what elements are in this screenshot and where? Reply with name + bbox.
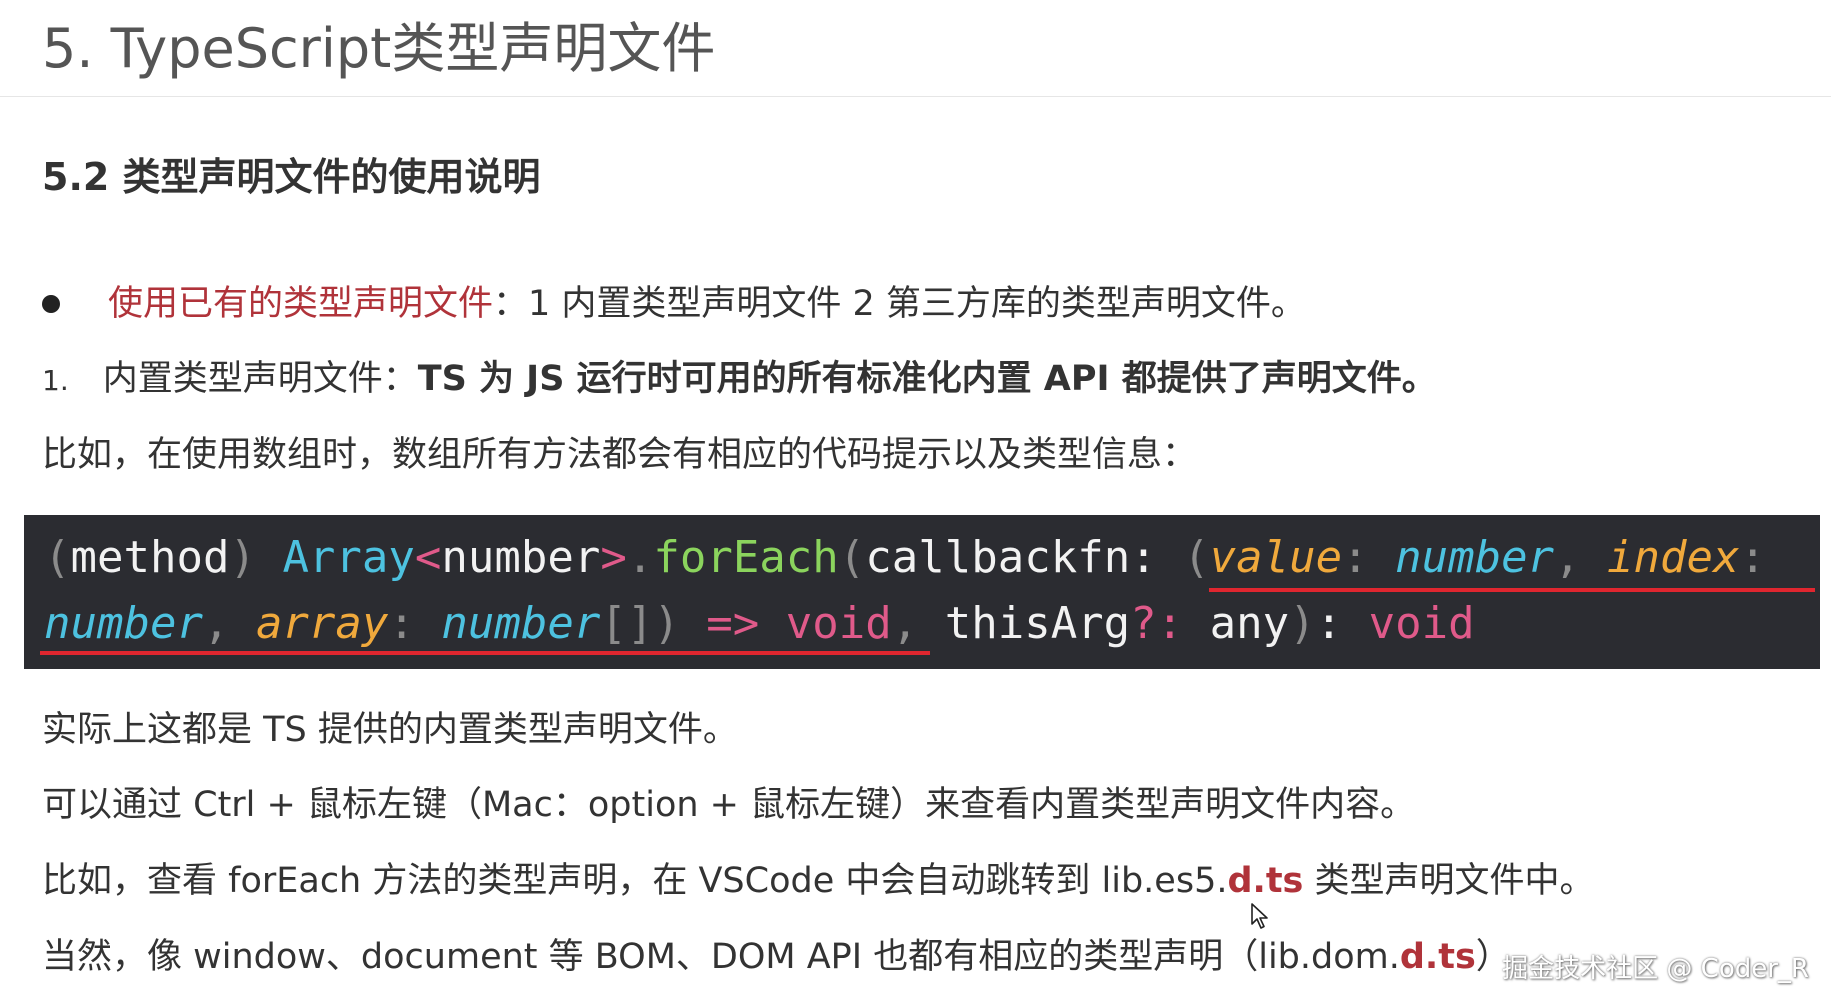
paragraph-builtin-note: 实际上这都是 TS 提供的内置类型声明文件。 (42, 710, 738, 750)
code-token: ( (838, 532, 866, 583)
numbered-item-number: 1. (42, 364, 69, 397)
mouse-pointer-icon (1251, 903, 1268, 929)
code-token: , (202, 598, 256, 649)
page-title: 5. TypeScript类型声明文件 (42, 17, 716, 80)
code-token: : (1342, 532, 1396, 583)
paragraph-text: ） (1475, 937, 1511, 977)
highlight-underline (1209, 588, 1815, 592)
paragraph-text: 类型声明文件中。 (1303, 861, 1595, 901)
paragraph-bom-dom: 当然，像 window、document 等 BOM、DOM API 也都有相应… (42, 932, 1511, 982)
code-token: number (44, 598, 203, 649)
code-token: => (679, 598, 786, 649)
code-token: number (441, 598, 601, 649)
code-token: , (1554, 532, 1608, 583)
numbered-item: 1. 内置类型声明文件：TS 为 JS 运行时可用的所有标准化内置 API 都提供… (42, 354, 1437, 406)
code-token: ( (44, 532, 71, 583)
code-token: , (891, 598, 945, 649)
bullet-dot-icon (42, 295, 60, 313)
paragraph-text: 比如，查看 forEach 方法的类型声明，在 VSCode 中会自动跳转到 l… (42, 861, 1228, 901)
code-token: Array (282, 532, 415, 583)
code-token: : (1130, 532, 1184, 583)
paragraph-ctrl-click: 可以通过 Ctrl + 鼠标左键（Mac：option + 鼠标左键）来查看内置… (42, 785, 1416, 825)
code-token: void (785, 598, 892, 649)
dts-highlight: d.ts (1399, 937, 1476, 977)
code-token: : (1739, 532, 1767, 583)
bullet-accent-text: 使用已有的类型声明文件 (108, 284, 494, 324)
code-token: number (441, 532, 601, 583)
code-token: ( (1183, 532, 1210, 583)
watermark: 掘金技术社区 @ Coder_R (1502, 954, 1809, 984)
code-token: array (255, 598, 389, 649)
highlight-underline (40, 651, 930, 655)
code-token: forEach (653, 532, 839, 583)
code-line-2: number, array: number[]) => void, thisAr… (44, 593, 1475, 655)
dts-highlight: d.ts (1227, 861, 1304, 901)
numbered-item-label: 内置类型声明文件： (102, 359, 418, 399)
code-token: thisArg (944, 598, 1131, 649)
code-token: value (1209, 532, 1343, 583)
code-token: method (70, 532, 230, 583)
code-token: : (388, 598, 442, 649)
code-token: void (1368, 598, 1475, 649)
bullet-rest-text: ：1 内置类型声明文件 2 第三方库的类型声明文件。 (493, 284, 1306, 324)
paragraph-foreach-example: 比如，查看 forEach 方法的类型声明，在 VSCode 中会自动跳转到 l… (42, 856, 1595, 906)
page-header: 5. TypeScript类型声明文件 (0, 0, 1831, 97)
code-token: any (1209, 598, 1290, 649)
code-token: [] (600, 598, 654, 649)
code-token: index (1607, 532, 1740, 583)
code-token: > (600, 532, 627, 583)
numbered-item-bold-text: TS 为 JS 运行时可用的所有标准化内置 API 都提供了声明文件。 (417, 359, 1437, 399)
code-line-1: (method) Array<number>.forEach(callbackf… (44, 527, 1766, 589)
paragraph-array-hint: 比如，在使用数组时，数组所有方法都会有相应的代码提示以及类型信息： (42, 435, 1198, 475)
code-token: callbackfn (865, 532, 1131, 583)
code-token: : (1315, 598, 1369, 649)
bullet-item: 使用已有的类型声明文件：1 内置类型声明文件 2 第三方库的类型声明文件。 (108, 279, 1306, 329)
code-token: ) (653, 598, 680, 649)
section-title: 5.2 类型声明文件的使用说明 (42, 155, 541, 199)
code-token: < (414, 532, 442, 583)
code-token: ) (1289, 598, 1316, 649)
code-token: ?: (1130, 598, 1210, 649)
code-token: ) (229, 532, 283, 583)
code-block: (method) Array<number>.forEach(callbackf… (24, 515, 1820, 669)
paragraph-text: 当然，像 window、document 等 BOM、DOM API 也都有相应… (42, 937, 1400, 977)
code-token: . (626, 532, 654, 583)
code-token: number (1395, 532, 1555, 583)
